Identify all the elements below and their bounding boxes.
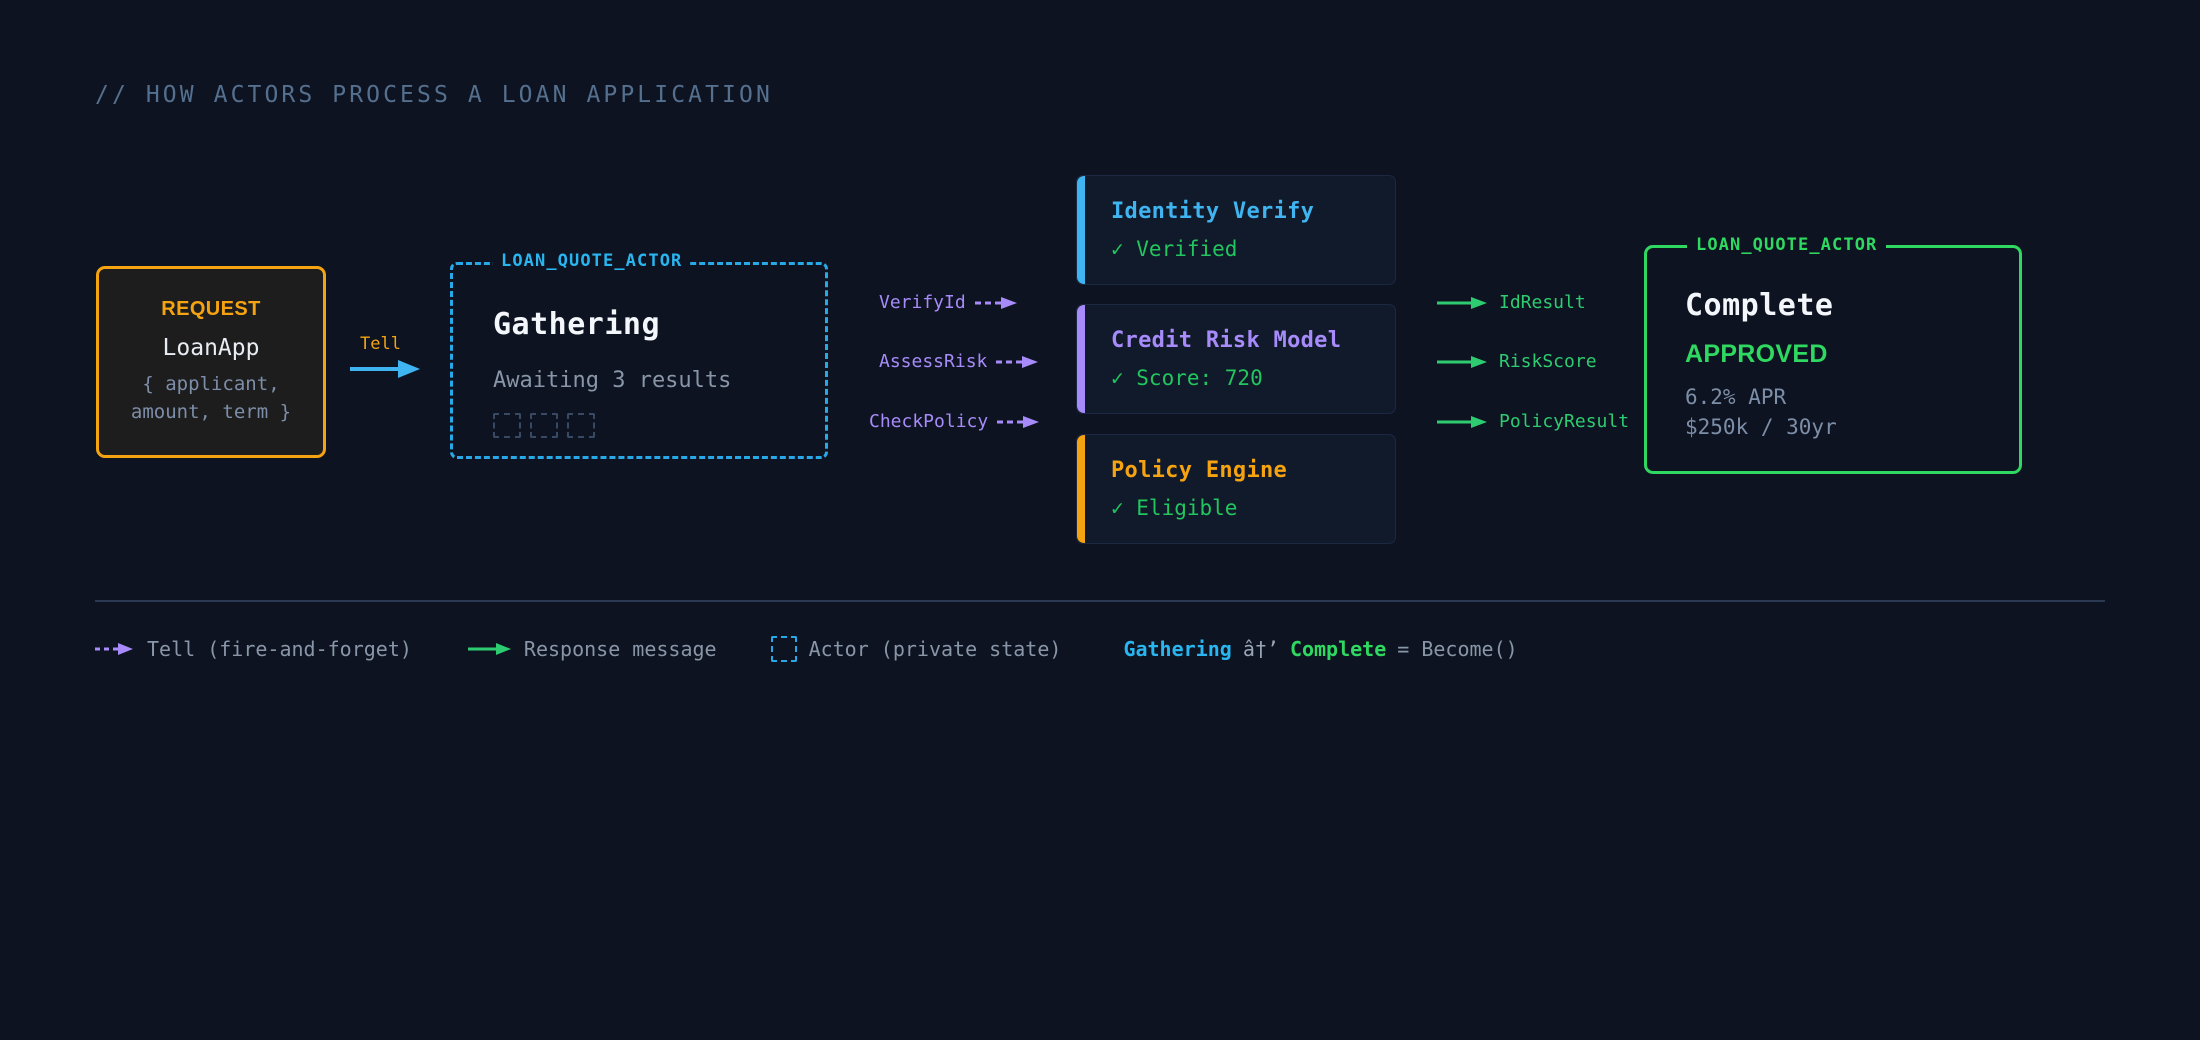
- pending-results-row: [493, 413, 595, 438]
- solid-arrow-icon: [467, 643, 511, 655]
- legend-divider: [95, 600, 2105, 602]
- actor-box-complete: LOAN_QUOTE_ACTOR Complete APPROVED 6.2% …: [1644, 235, 2022, 474]
- legend-transition-to: Complete: [1289, 637, 1387, 661]
- service-accent-bar: [1077, 176, 1085, 284]
- request-arrow-label: CheckPolicy: [869, 411, 989, 432]
- request-message-box: REQUEST LoanApp { applicant, amount, ter…: [96, 266, 326, 458]
- service-box-policy-engine: Policy Engine ✓ Eligible: [1076, 434, 1396, 544]
- legend-item-actor: Actor (private state): [770, 636, 1062, 662]
- service-result-label: ✓ Score: 720: [1111, 366, 1263, 390]
- legend-label-tell: Tell (fire-and-forget): [147, 637, 412, 661]
- pending-result-slot: [567, 413, 595, 438]
- response-arrow-label: RiskScore: [1499, 351, 1597, 372]
- request-arrow-checkpolicy: CheckPolicy: [869, 411, 1041, 432]
- legend-transition-arrow: â†’: [1242, 637, 1279, 661]
- service-box-identity-verify: Identity Verify ✓ Verified: [1076, 175, 1396, 285]
- dashed-arrow-icon: [997, 415, 1040, 428]
- response-arrow-idresult: IdResult: [1437, 292, 1586, 313]
- actor-subtitle-gathering: Awaiting 3 results: [493, 368, 732, 393]
- legend-label-actor: Actor (private state): [808, 637, 1062, 661]
- dashed-arrow-icon: [95, 643, 133, 655]
- request-arrow-label: AssessRisk: [879, 351, 988, 372]
- loan-verdict-badge: APPROVED: [1685, 340, 1828, 368]
- dashed-box-icon: [770, 636, 797, 662]
- legend: Tell (fire-and-forget) Response message …: [95, 636, 1518, 662]
- request-type-label: LoanApp: [162, 334, 260, 361]
- solid-arrow-icon: [1437, 415, 1487, 428]
- pending-result-slot: [493, 413, 521, 438]
- response-arrow-label: IdResult: [1499, 292, 1586, 313]
- tell-arrow-label: Tell: [360, 334, 401, 354]
- legend-label-response: Response message: [523, 637, 717, 661]
- request-arrow-label: VerifyId: [879, 292, 966, 313]
- request-kind-label: REQUEST: [161, 297, 261, 320]
- service-accent-bar: [1077, 435, 1085, 543]
- actor-state-complete: Complete: [1685, 288, 1834, 323]
- service-accent-bar: [1077, 305, 1085, 413]
- actor-box-gathering: LOAN_QUOTE_ACTOR Gathering Awaiting 3 re…: [450, 251, 828, 459]
- service-name-label: Policy Engine: [1111, 458, 1288, 483]
- service-result-label: ✓ Verified: [1111, 237, 1238, 261]
- actor-tag-complete: LOAN_QUOTE_ACTOR: [1687, 235, 1887, 255]
- legend-item-response: Response message: [467, 637, 717, 661]
- service-result-label: ✓ Eligible: [1111, 496, 1238, 520]
- response-arrow-policyresult: PolicyResult: [1437, 411, 1629, 432]
- actor-state-gathering: Gathering: [493, 307, 661, 342]
- response-arrow-label: PolicyResult: [1499, 411, 1630, 432]
- tell-arrow-icon: [348, 358, 424, 384]
- page-title: // HOW ACTORS PROCESS A LOAN APPLICATION: [95, 82, 773, 108]
- legend-item-transition: Gathering â†’ Complete = Become(): [1123, 637, 1517, 661]
- dashed-arrow-icon: [996, 355, 1039, 368]
- loan-terms-detail: 6.2% APR $250k / 30yr: [1685, 385, 1837, 440]
- request-arrow-assessrisk: AssessRisk: [879, 351, 1040, 372]
- service-name-label: Identity Verify: [1111, 199, 1315, 224]
- request-arrow-verifyid: VerifyId: [879, 292, 1019, 313]
- pending-result-slot: [530, 413, 558, 438]
- legend-transition-from: Gathering: [1123, 637, 1232, 661]
- service-box-credit-risk-model: Credit Risk Model ✓ Score: 720: [1076, 304, 1396, 414]
- legend-transition-equals: = Become(): [1397, 637, 1518, 661]
- request-payload-label: { applicant, amount, term }: [130, 372, 292, 423]
- solid-arrow-icon: [1437, 355, 1487, 368]
- actor-tag-gathering: LOAN_QUOTE_ACTOR: [493, 251, 691, 271]
- solid-arrow-icon: [1437, 296, 1487, 309]
- legend-item-tell: Tell (fire-and-forget): [95, 637, 412, 661]
- dashed-arrow-icon: [974, 296, 1017, 309]
- service-name-label: Credit Risk Model: [1111, 328, 1342, 353]
- response-arrow-riskscore: RiskScore: [1437, 351, 1597, 372]
